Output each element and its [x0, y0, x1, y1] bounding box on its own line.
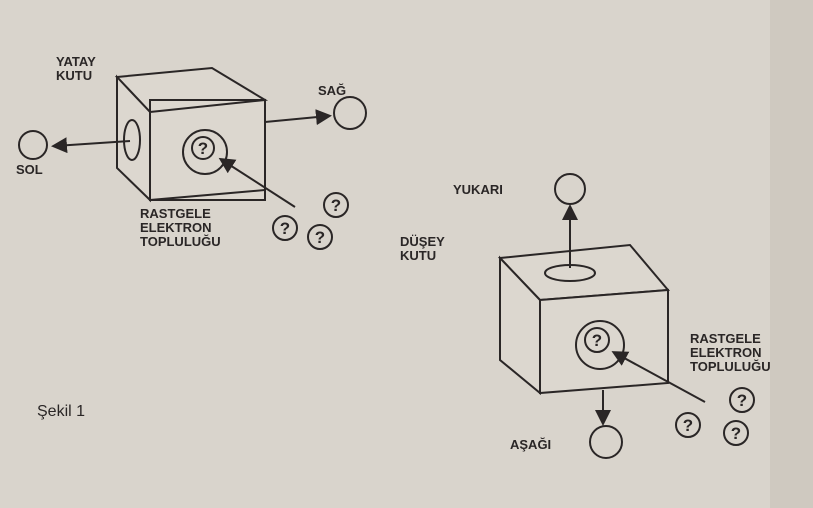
question-mark: ?: [198, 139, 208, 158]
ensemble-label: RASTGELE: [690, 331, 761, 346]
right-label: SAĞ: [318, 83, 346, 98]
svg-text:?: ?: [737, 391, 747, 410]
horizontal-box-title-2: KUTU: [56, 68, 92, 83]
left-arrow: [51, 137, 131, 154]
front-aperture: [182, 129, 228, 175]
svg-text:?: ?: [592, 331, 602, 350]
up-output-circle: [554, 173, 586, 205]
ensemble-label: RASTGELE: [140, 206, 211, 221]
up-label: YUKARI: [453, 182, 503, 197]
left-hole: [123, 119, 141, 161]
svg-text:?: ?: [315, 228, 325, 247]
front-aperture: [575, 320, 625, 370]
vertical-box-title-2: KUTU: [400, 248, 436, 263]
svg-text:?: ?: [280, 219, 290, 238]
question-marks: ? ? ?: [675, 387, 755, 446]
left-label: SOL: [16, 162, 43, 177]
ensemble-label: ELEKTRON: [140, 220, 212, 235]
input-arrow: [611, 351, 706, 403]
svg-text:?: ?: [683, 416, 693, 435]
vertical-box: ?: [497, 173, 706, 459]
down-output-circle: [589, 425, 623, 459]
vertical-box-title: DÜŞEY: [400, 234, 445, 249]
svg-text:?: ?: [731, 424, 741, 443]
input-arrow: [218, 157, 296, 208]
svg-text:?: ?: [331, 196, 341, 215]
ensemble-label: TOPLULUĞU: [140, 234, 221, 249]
right-output-circle: [333, 96, 367, 130]
right-arrow: [264, 109, 332, 126]
figure-caption: Şekil 1: [37, 403, 85, 420]
ensemble-label: TOPLULUĞU: [690, 359, 771, 374]
ensemble-label: ELEKTRON: [690, 345, 762, 360]
horizontal-box: ?: [18, 66, 367, 208]
down-label: AŞAĞI: [510, 437, 551, 452]
question-marks: ? ? ?: [272, 192, 349, 250]
horizontal-box-title: YATAY: [56, 54, 96, 69]
left-output-circle: [18, 130, 48, 160]
